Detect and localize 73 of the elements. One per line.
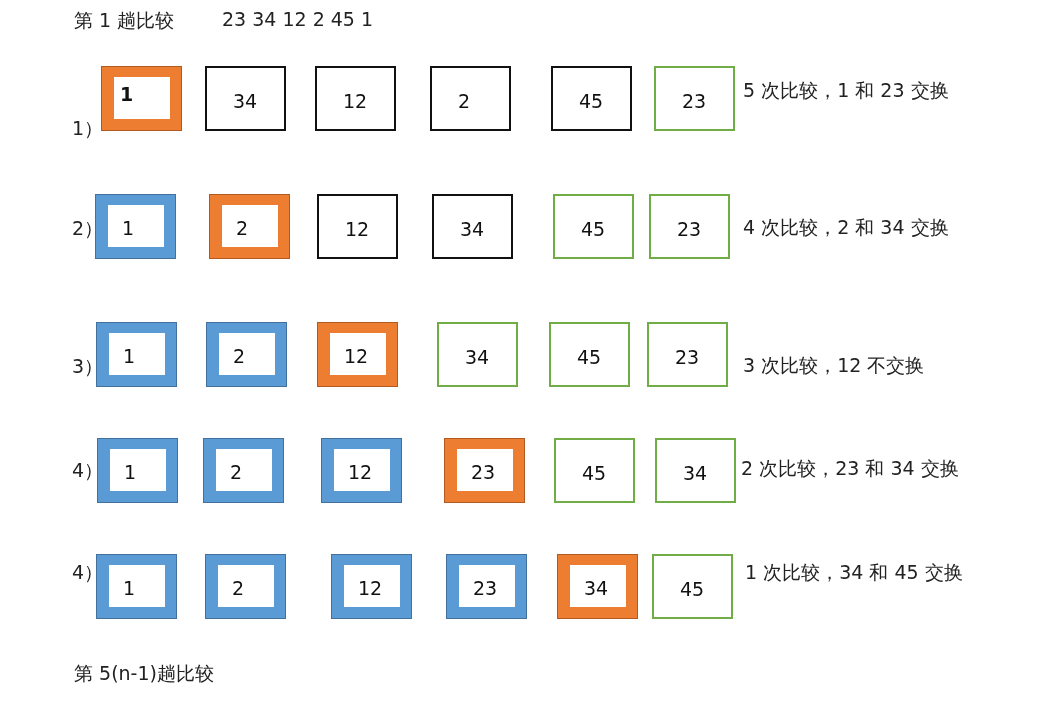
number-value: 2 bbox=[233, 345, 246, 367]
number-value: 45 bbox=[680, 578, 705, 600]
highlighted-number-box bbox=[557, 554, 638, 619]
number-value: 2 bbox=[232, 577, 245, 599]
sorted-number-box bbox=[96, 554, 177, 619]
number-value: 2 bbox=[230, 461, 243, 483]
number-value: 23 bbox=[682, 90, 707, 112]
number-value: 34 bbox=[233, 90, 258, 112]
number-value: 23 bbox=[471, 461, 496, 483]
highlighted-number-box bbox=[209, 194, 290, 259]
number-value: 34 bbox=[460, 218, 485, 240]
number-box bbox=[430, 66, 511, 131]
sorted-number-box bbox=[96, 322, 177, 387]
number-value: 1 bbox=[123, 577, 136, 599]
number-box bbox=[551, 66, 632, 131]
sorted-number-box bbox=[321, 438, 402, 503]
number-box bbox=[432, 194, 513, 259]
number-box bbox=[317, 194, 398, 259]
number-box bbox=[655, 438, 736, 503]
number-box bbox=[315, 66, 396, 131]
number-value: 1 bbox=[124, 461, 137, 483]
sorted-number-box bbox=[206, 322, 287, 387]
number-box bbox=[654, 66, 735, 131]
highlighted-number-box bbox=[444, 438, 525, 503]
number-value: 12 bbox=[345, 218, 370, 240]
number-box bbox=[549, 322, 630, 387]
number-box bbox=[437, 322, 518, 387]
number-value: 45 bbox=[581, 218, 606, 240]
row-number: 4） bbox=[72, 560, 104, 585]
number-box bbox=[554, 438, 635, 503]
pass-heading: 第 5(n-1)趟比较 bbox=[74, 661, 214, 686]
sorted-number-box bbox=[446, 554, 527, 619]
step-note: 1 次比较，34 和 45 交换 bbox=[745, 560, 963, 585]
sorted-number-box bbox=[203, 438, 284, 503]
sorted-number-box bbox=[205, 554, 286, 619]
step-note: 4 次比较，2 和 34 交换 bbox=[743, 215, 949, 240]
number-value: 23 bbox=[473, 577, 498, 599]
highlighted-number-box bbox=[101, 66, 182, 131]
row-number: 2） bbox=[72, 216, 104, 241]
number-value: 23 bbox=[675, 346, 700, 368]
sorted-number-box bbox=[331, 554, 412, 619]
number-value: 23 bbox=[677, 218, 702, 240]
number-value: 12 bbox=[344, 345, 369, 367]
number-value: 12 bbox=[358, 577, 383, 599]
row-number: 3） bbox=[72, 354, 104, 379]
number-value: 34 bbox=[584, 577, 609, 599]
number-value: 34 bbox=[683, 462, 708, 484]
number-box bbox=[649, 194, 730, 259]
number-box bbox=[553, 194, 634, 259]
row-number: 1） bbox=[72, 116, 104, 141]
sorted-number-box bbox=[97, 438, 178, 503]
number-value: 2 bbox=[236, 217, 249, 239]
number-value: 12 bbox=[343, 90, 368, 112]
number-box bbox=[647, 322, 728, 387]
number-value: 34 bbox=[465, 346, 490, 368]
step-note: 2 次比较，23 和 34 交换 bbox=[741, 456, 959, 481]
sorted-number-box bbox=[95, 194, 176, 259]
number-value: 1 bbox=[123, 345, 136, 367]
number-value: 1 bbox=[122, 217, 135, 239]
highlighted-number-box bbox=[317, 322, 398, 387]
number-box bbox=[205, 66, 286, 131]
number-value: 45 bbox=[582, 462, 607, 484]
step-note: 5 次比较，1 和 23 交换 bbox=[743, 78, 949, 103]
number-value: 12 bbox=[348, 461, 373, 483]
number-value: 1 bbox=[120, 83, 134, 105]
number-value: 2 bbox=[458, 90, 471, 112]
number-value: 45 bbox=[579, 90, 604, 112]
number-value: 45 bbox=[577, 346, 602, 368]
number-sequence: 23 34 12 2 45 1 bbox=[222, 8, 374, 30]
pass-heading: 第 1 趟比较 bbox=[74, 8, 175, 33]
row-number: 4） bbox=[72, 458, 104, 483]
step-note: 3 次比较，12 不交换 bbox=[743, 353, 925, 378]
number-box bbox=[652, 554, 733, 619]
